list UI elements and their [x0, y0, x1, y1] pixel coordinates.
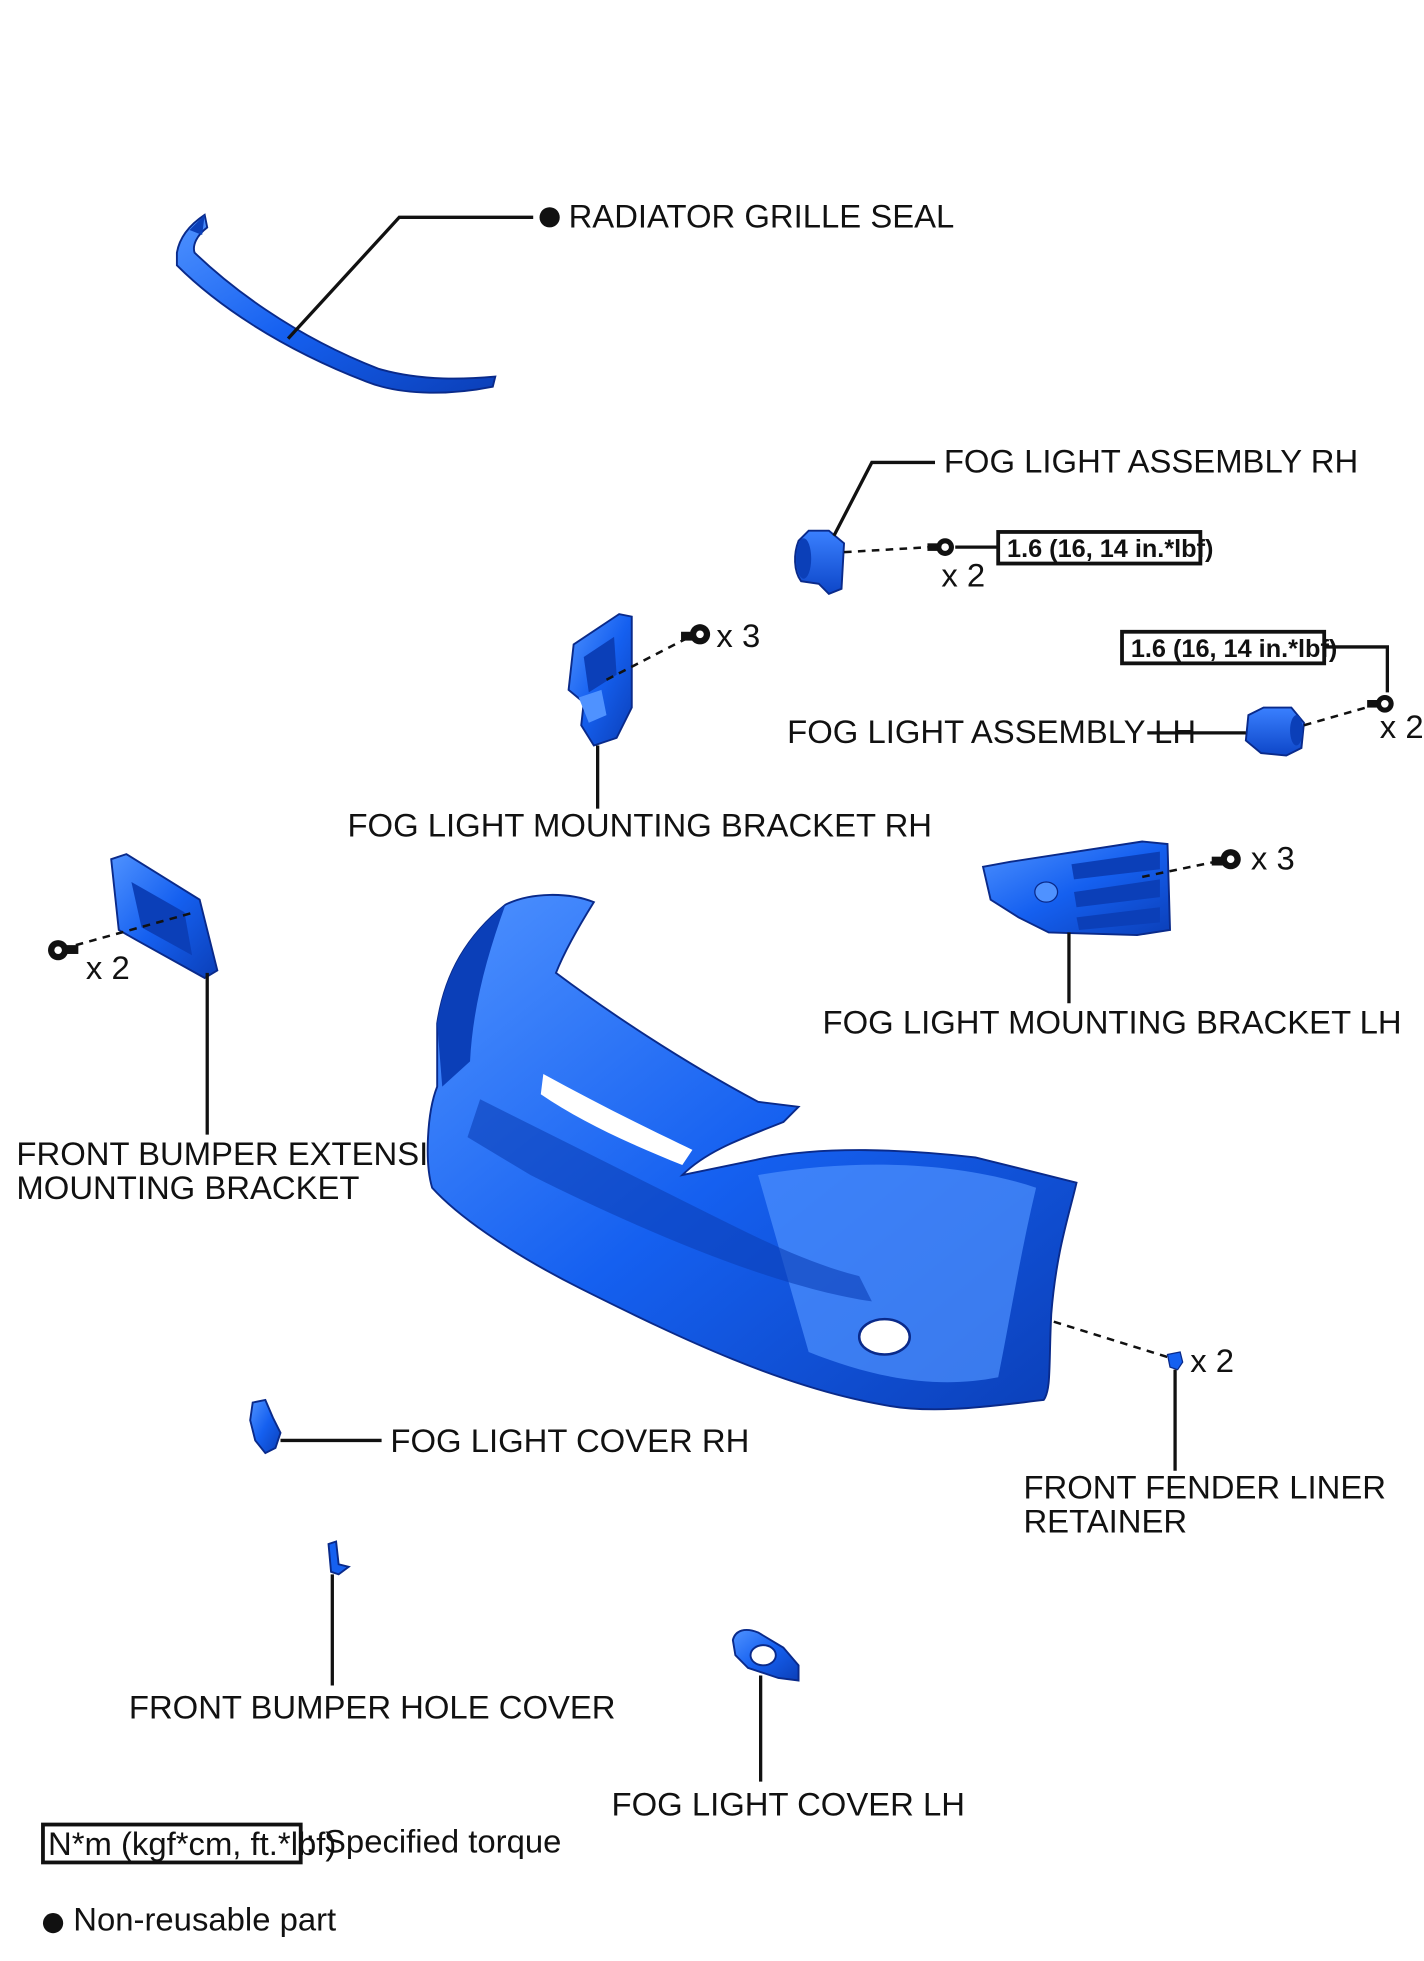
clip-icon: [1166, 1351, 1184, 1371]
fog-light-assembly-rh-leader: [832, 460, 936, 537]
legend-torque-unit: N*m (kgf*cm, ft.*lbf): [48, 1825, 336, 1862]
fog-light-mounting-bracket-lh-part: [981, 840, 1172, 936]
legend-torque-desc: : Specified torque: [306, 1822, 562, 1859]
fog-light-assembly-rh-label: FOG LIGHT ASSEMBLY RH: [944, 443, 1358, 480]
front-fender-liner-retainer-label-2: RETAINER: [1023, 1503, 1187, 1540]
quantity-bracket-rh: x 3: [716, 617, 760, 654]
radiator-grille-seal-leader: [286, 215, 534, 340]
fog-light-assembly-lh-part: [1244, 706, 1305, 757]
fog-light-assembly-rh-part: [794, 529, 846, 595]
bracket-lh-dash: [1141, 860, 1216, 879]
nonreusable-icon: [539, 207, 560, 228]
quantity-fender-retainer: x 2: [1190, 1342, 1234, 1379]
screw-icon: [1211, 849, 1241, 870]
quantity-fog-light-lh: x 2: [1380, 708, 1424, 745]
fog-light-lh-dash: [1303, 703, 1376, 727]
front-bumper-hole-cover-label: FRONT BUMPER HOLE COVER: [129, 1688, 616, 1725]
screw-icon: [681, 624, 711, 645]
torque-value-fog-light-rh: 1.6 (16, 14 in.*lbf): [1007, 535, 1213, 563]
quantity-extension-bracket: x 2: [86, 949, 130, 986]
front-bumper-extension-mounting-bracket-label-2: MOUNTING BRACKET: [16, 1169, 359, 1206]
fog-light-cover-rh-part: [249, 1398, 282, 1455]
fog-light-mounting-bracket-rh-part: [567, 613, 633, 747]
fender-retainer-dash: [1053, 1320, 1168, 1359]
fog-light-mounting-bracket-rh-label: FOG LIGHT MOUNTING BRACKET RH: [347, 806, 932, 843]
nonreusable-legend-icon: [42, 1912, 64, 1934]
radiator-grille-seal-part: [175, 213, 497, 394]
torque-box-fog-light-rh: [996, 530, 1203, 566]
front-fender-liner-retainer-label-1: FRONT FENDER LINER: [1023, 1469, 1386, 1506]
bolt-icon: [1367, 694, 1394, 713]
front-bumper-hole-cover-part: [327, 1540, 351, 1576]
fog-light-rh-dash: [843, 545, 931, 554]
fog-light-cover-lh-part: [731, 1629, 800, 1682]
torque-box-fog-light-lh: [1120, 629, 1327, 666]
torque-value-fog-light-lh: 1.6 (16, 14 in.*lbf): [1131, 635, 1337, 663]
bolt-icon: [927, 538, 954, 556]
bolt-icon: [48, 940, 79, 961]
corner-mark: P: [0, 1959, 13, 1961]
fog-light-cover-rh-label: FOG LIGHT COVER RH: [390, 1422, 749, 1459]
legend-torque-box: [41, 1822, 303, 1865]
quantity-fog-light-rh: x 2: [941, 556, 985, 593]
quantity-bracket-lh: x 3: [1251, 839, 1295, 876]
radiator-grille-seal-label: RADIATOR GRILLE SEAL: [569, 197, 955, 234]
front-bumper-extension-mounting-bracket-label-1: FRONT BUMPER EXTENSION: [16, 1135, 477, 1172]
legend-nonreusable-desc: Non-reusable part: [73, 1901, 336, 1938]
fog-light-assembly-lh-label: FOG LIGHT ASSEMBLY LH: [787, 713, 1196, 750]
bracket-rh-dash: [605, 638, 686, 681]
extension-bracket-dash: [75, 911, 195, 947]
fog-light-mounting-bracket-lh-label: FOG LIGHT MOUNTING BRACKET LH: [823, 1004, 1402, 1041]
fog-light-lh-torque-leader: [1324, 645, 1389, 693]
front-bumper-cover-part: [426, 893, 1078, 1411]
fog-light-cover-lh-label: FOG LIGHT COVER LH: [612, 1786, 965, 1823]
